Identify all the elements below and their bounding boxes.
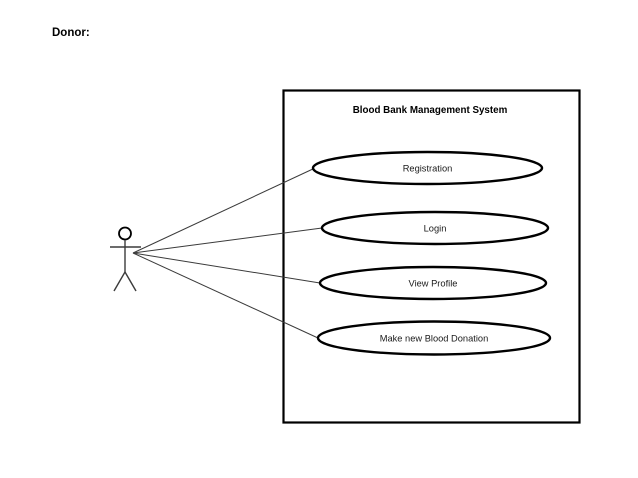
- use-case-ellipse[interactable]: [316, 320, 552, 356]
- actor-left-leg-icon: [113, 271, 126, 292]
- use-case-label: Registration: [403, 164, 453, 174]
- use-case-ellipse[interactable]: [318, 265, 548, 301]
- system-boundary-title: Blood Bank Management System: [353, 105, 508, 116]
- actor-stick-figure-icon[interactable]: [110, 226, 141, 292]
- use-case-label: View Profile: [409, 279, 458, 289]
- use-case-ellipse[interactable]: [311, 150, 544, 186]
- use-case-label: Make new Blood Donation: [380, 334, 489, 344]
- use-case-view-profile[interactable]: View Profile: [318, 265, 548, 301]
- association-lines: [132, 167, 323, 339]
- association-line-make-new-blood-donation[interactable]: [132, 252, 319, 339]
- use-case-registration[interactable]: Registration: [311, 150, 544, 186]
- use-case-ellipse[interactable]: [320, 210, 550, 246]
- association-line-view-profile[interactable]: [132, 252, 321, 284]
- use-case-make-new-blood-donation[interactable]: Make new Blood Donation: [316, 320, 552, 356]
- association-line-login[interactable]: [132, 227, 323, 254]
- actor-section-label: Donor:: [52, 27, 90, 39]
- use-case-label: Login: [424, 224, 447, 234]
- actor-head-icon: [118, 226, 132, 241]
- use-case-login[interactable]: Login: [320, 210, 550, 246]
- system-boundary-box[interactable]: [282, 89, 581, 424]
- actor-right-leg-icon: [124, 271, 137, 292]
- association-line-registration[interactable]: [132, 167, 316, 254]
